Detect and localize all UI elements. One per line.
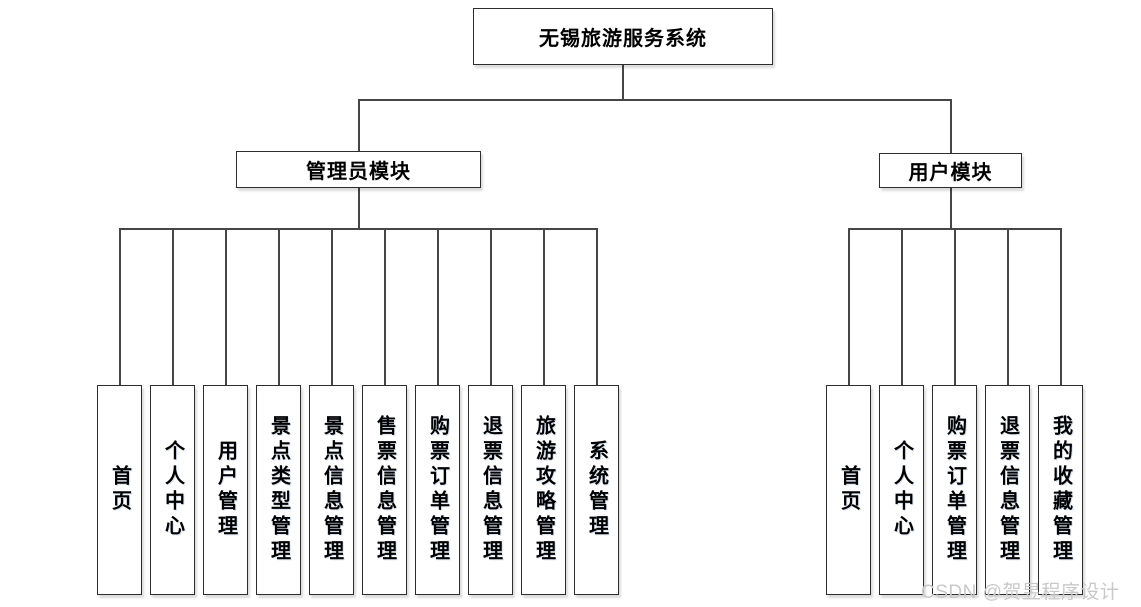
connector-admin-drop <box>172 228 174 385</box>
connector-user-drop <box>848 228 850 385</box>
leaf-label: 退票信息管理 <box>996 415 1019 565</box>
connector-admin-drop <box>384 228 386 385</box>
connector-user-drop <box>901 228 903 385</box>
leaf-admin-spot-type-mgmt: 景点类型管理 <box>256 385 301 595</box>
csdn-watermark: CSDN @贺昱程序设计 <box>921 582 1120 603</box>
node-user-module: 用户模块 <box>879 153 1022 188</box>
connector-admin-drop <box>490 228 492 385</box>
connector-root-stem <box>622 65 624 100</box>
leaf-label: 购票订单管理 <box>943 415 966 565</box>
node-admin-module-label: 管理员模块 <box>306 161 411 183</box>
connector-admin-drop <box>225 228 227 385</box>
leaf-admin-personal-center: 个人中心 <box>150 385 195 595</box>
leaf-label: 个人中心 <box>161 440 184 540</box>
leaf-label: 旅游攻略管理 <box>532 415 555 565</box>
node-system-root-label: 无锡旅游服务系统 <box>539 28 707 50</box>
connector-admin-drop <box>278 228 280 385</box>
connector-user-drop <box>1060 228 1062 385</box>
leaf-user-favorites-mgmt: 我的收藏管理 <box>1038 385 1083 595</box>
leaf-admin-ticket-sale-mgmt: 售票信息管理 <box>362 385 407 595</box>
leaf-user-personal-center: 个人中心 <box>879 385 924 595</box>
leaf-label: 售票信息管理 <box>373 415 396 565</box>
connector-admin-drop <box>543 228 545 385</box>
connector-drop-admin <box>358 99 360 152</box>
leaf-admin-home: 首页 <box>97 385 142 595</box>
connector-drop-user <box>950 99 952 154</box>
connector-user-drop <box>954 228 956 385</box>
leaf-admin-ticket-order-mgmt: 购票订单管理 <box>415 385 460 595</box>
node-user-module-label: 用户模块 <box>908 162 993 184</box>
leaf-admin-travel-guide-mgmt: 旅游攻略管理 <box>521 385 566 595</box>
leaf-label: 景点类型管理 <box>267 415 290 565</box>
connector-admin-drop <box>119 228 121 385</box>
leaf-user-refund-info-mgmt: 退票信息管理 <box>985 385 1030 595</box>
leaf-label: 购票订单管理 <box>426 415 449 565</box>
leaf-user-ticket-order-mgmt: 购票订单管理 <box>932 385 977 595</box>
connector-user-drop <box>1007 228 1009 385</box>
connector-admin-drop <box>596 228 598 385</box>
leaf-label: 景点信息管理 <box>320 415 343 565</box>
connector-admin-stem <box>358 188 360 228</box>
leaf-admin-system-mgmt: 系统管理 <box>574 385 619 595</box>
leaf-admin-refund-info-mgmt: 退票信息管理 <box>468 385 513 595</box>
connector-admin-drop <box>331 228 333 385</box>
leaf-label: 用户管理 <box>214 440 237 540</box>
node-admin-module: 管理员模块 <box>236 151 481 188</box>
leaf-label: 首页 <box>837 465 860 515</box>
leaf-label: 系统管理 <box>585 440 608 540</box>
leaf-admin-user-mgmt: 用户管理 <box>203 385 248 595</box>
connector-admin-drop <box>437 228 439 385</box>
leaf-label: 我的收藏管理 <box>1049 415 1072 565</box>
leaf-label: 退票信息管理 <box>479 415 502 565</box>
connector-user-stem <box>950 188 952 228</box>
connector-top-bus <box>358 99 952 101</box>
leaf-user-home: 首页 <box>826 385 871 595</box>
node-system-root: 无锡旅游服务系统 <box>473 8 773 65</box>
leaf-label: 个人中心 <box>890 440 913 540</box>
connector-admin-bus <box>119 228 598 230</box>
leaf-admin-spot-info-mgmt: 景点信息管理 <box>309 385 354 595</box>
leaf-label: 首页 <box>108 465 131 515</box>
